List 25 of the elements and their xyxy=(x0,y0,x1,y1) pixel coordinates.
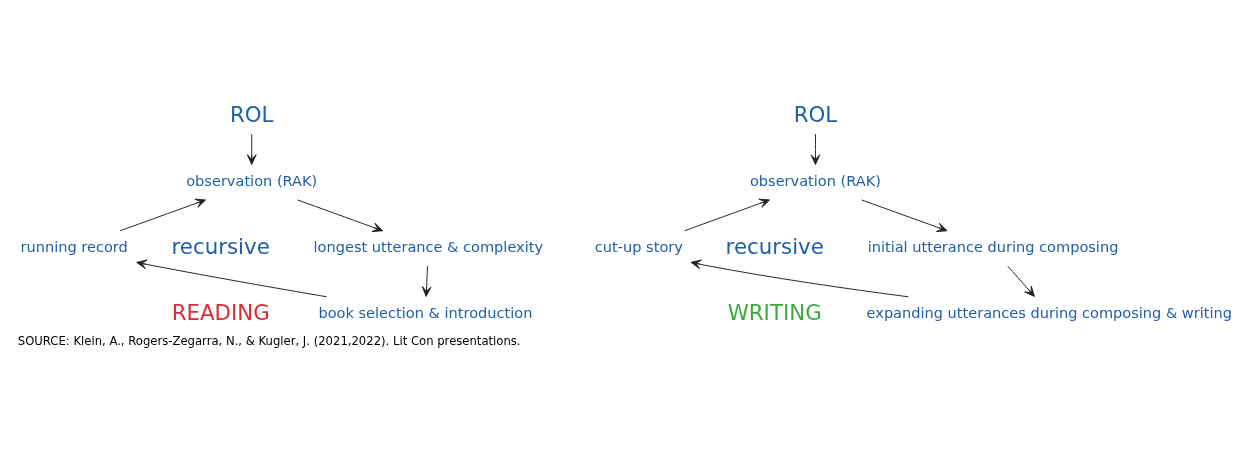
node-text: longest utterance & complexity xyxy=(313,237,544,255)
arrow xyxy=(136,259,328,298)
label: recursive xyxy=(171,233,270,259)
arrow xyxy=(690,259,909,298)
arrow xyxy=(684,198,770,232)
arrow xyxy=(421,265,432,297)
arrow xyxy=(297,199,384,233)
node-text: expanding utterances during composing & writing xyxy=(866,303,1232,321)
label: WRITING xyxy=(727,299,822,325)
node-text: ROL xyxy=(229,101,274,127)
node-text: cut-up story xyxy=(594,237,683,255)
arrow xyxy=(810,133,821,165)
node-text: observation (RAK) xyxy=(186,171,318,189)
arrow xyxy=(246,133,257,165)
node-text: running record xyxy=(20,237,128,255)
caption: SOURCE: Klein, A., Rogers-Zegarra, N., & Kugler, J. (2021,2022). Lit Con presentations. xyxy=(17,333,521,348)
label: recursive xyxy=(725,233,824,259)
node-text: initial utterance during composing xyxy=(867,237,1119,255)
label: READING xyxy=(171,299,270,325)
arrow xyxy=(1007,265,1035,297)
arrow xyxy=(119,198,207,232)
arrow xyxy=(861,199,948,233)
node-text: ROL xyxy=(793,101,838,127)
node-text: book selection & introduction xyxy=(318,303,533,321)
node-text: observation (RAK) xyxy=(749,171,881,189)
